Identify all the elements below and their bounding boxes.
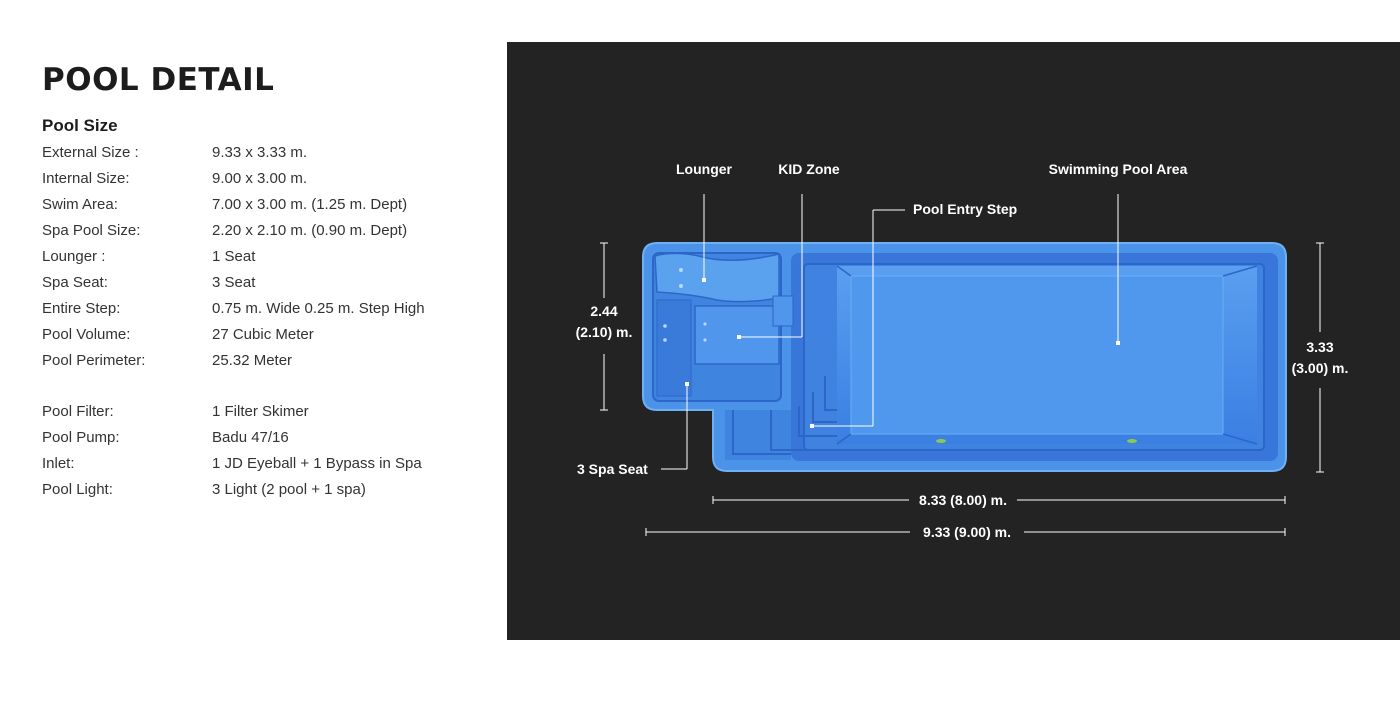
equipment-row: Pool Filter: 1 Filter Skimer bbox=[42, 399, 502, 425]
spec-row: Entire Step: 0.75 m. Wide 0.25 m. Step Hi… bbox=[42, 295, 502, 321]
spec-row: Spa Seat: 3 Seat bbox=[42, 269, 502, 295]
equipment-value: 1 Filter Skimer bbox=[212, 403, 309, 421]
equipment-label: Inlet: bbox=[42, 455, 75, 473]
lounger-label: Lounger bbox=[676, 161, 733, 177]
spec-value: 9.33 x 3.33 m. bbox=[212, 144, 308, 162]
equipment-row: Pool Light: 3 Light (2 pool + 1 spa) bbox=[42, 477, 502, 503]
section-title: Pool Size bbox=[42, 116, 118, 135]
entry-steps bbox=[725, 376, 837, 460]
spec-row: External Size : 9.33 x 3.33 m. bbox=[42, 140, 502, 166]
spec-value: 0.75 m. Wide 0.25 m. Step High bbox=[212, 299, 425, 317]
spa-width-dimension-inner: (2.10) m. bbox=[576, 324, 633, 340]
spa-seat-label: 3 Spa Seat bbox=[577, 461, 648, 477]
pool-light bbox=[1127, 439, 1137, 443]
spec-row: Pool Volume: 27 Cubic Meter bbox=[42, 321, 502, 347]
equipment-label: Pool Light: bbox=[42, 481, 113, 499]
lounger-seat bbox=[654, 252, 780, 303]
equipment-label: Pool Filter: bbox=[42, 403, 114, 421]
spec-label: Swim Area: bbox=[42, 196, 118, 214]
spec-row: Lounger : 1 Seat bbox=[42, 244, 502, 270]
spec-label: Spa Seat: bbox=[42, 273, 108, 291]
spec-value: 9.00 x 3.00 m. bbox=[212, 170, 308, 188]
spec-value: 7.00 x 3.00 m. (1.25 m. Dept) bbox=[212, 196, 408, 214]
pool-light bbox=[936, 439, 946, 443]
kid-zone-label: KID Zone bbox=[778, 161, 840, 177]
spec-row: Internal Size: 9.00 x 3.00 m. bbox=[42, 166, 502, 192]
spec-value: 1 Seat bbox=[212, 248, 256, 265]
total-length-dimension: 9.33 (9.00) m. bbox=[923, 524, 1011, 540]
spec-value: 3 Seat bbox=[212, 273, 256, 291]
spec-row: Swim Area: 7.00 x 3.00 m. (1.25 m. Dept) bbox=[42, 192, 502, 218]
equipment-row: Inlet: 1 JD Eyeball + 1 Bypass in Spa bbox=[42, 451, 502, 477]
equipment-value: 1 JD Eyeball + 1 Bypass in Spa bbox=[212, 455, 422, 473]
spec-value: 2.20 x 2.10 m. (0.90 m. Dept) bbox=[212, 222, 408, 240]
dimension-lines bbox=[600, 242, 1324, 536]
spec-value: 27 Cubic Meter bbox=[212, 325, 314, 343]
spec-list: External Size : 9.33 x 3.33 m. Internal S… bbox=[42, 140, 502, 502]
leader-dots bbox=[685, 278, 1120, 428]
swimming-pool-area-label: Swimming Pool Area bbox=[1049, 161, 1188, 177]
equipment-value: 3 Light (2 pool + 1 spa) bbox=[212, 481, 366, 499]
spec-label: External Size : bbox=[42, 144, 139, 162]
spec-label: Spa Pool Size: bbox=[42, 222, 141, 240]
spa-pool bbox=[652, 252, 794, 402]
spec-row: Spa Pool Size: 2.20 x 2.10 m. (0.90 m. De… bbox=[42, 218, 502, 244]
spec-row: Pool Perimeter: 25.32 Meter bbox=[42, 347, 502, 373]
spec-label: Internal Size: bbox=[42, 170, 130, 188]
equipment-row: Pool Pump: Badu 47/16 bbox=[42, 425, 502, 451]
spec-label: Lounger : bbox=[42, 248, 106, 265]
pool-diagram-panel: Lounger KID Zone Swimming Pool Area Pool… bbox=[507, 42, 1400, 640]
spec-label: Pool Perimeter: bbox=[42, 351, 146, 369]
spa-width-dimension: 2.44 bbox=[590, 303, 617, 319]
pool-entry-step-label: Pool Entry Step bbox=[913, 201, 1017, 217]
equipment-value: Badu 47/16 bbox=[212, 429, 289, 447]
spec-spacer bbox=[42, 373, 502, 399]
page-title: POOL DETAIL bbox=[42, 62, 275, 98]
pool-width-dimension-inner: (3.00) m. bbox=[1292, 360, 1349, 376]
spec-label: Pool Volume: bbox=[42, 325, 131, 343]
swimming-area bbox=[791, 253, 1278, 461]
equipment-label: Pool Pump: bbox=[42, 429, 120, 447]
spec-label: Entire Step: bbox=[42, 299, 121, 317]
spec-value: 25.32 Meter bbox=[212, 351, 293, 369]
leader-lines bbox=[661, 194, 1119, 470]
pool-length-dimension: 8.33 (8.00) m. bbox=[919, 492, 1007, 508]
pool-width-dimension: 3.33 bbox=[1306, 339, 1333, 355]
pool-diagram: Lounger KID Zone Swimming Pool Area Pool… bbox=[576, 161, 1349, 540]
